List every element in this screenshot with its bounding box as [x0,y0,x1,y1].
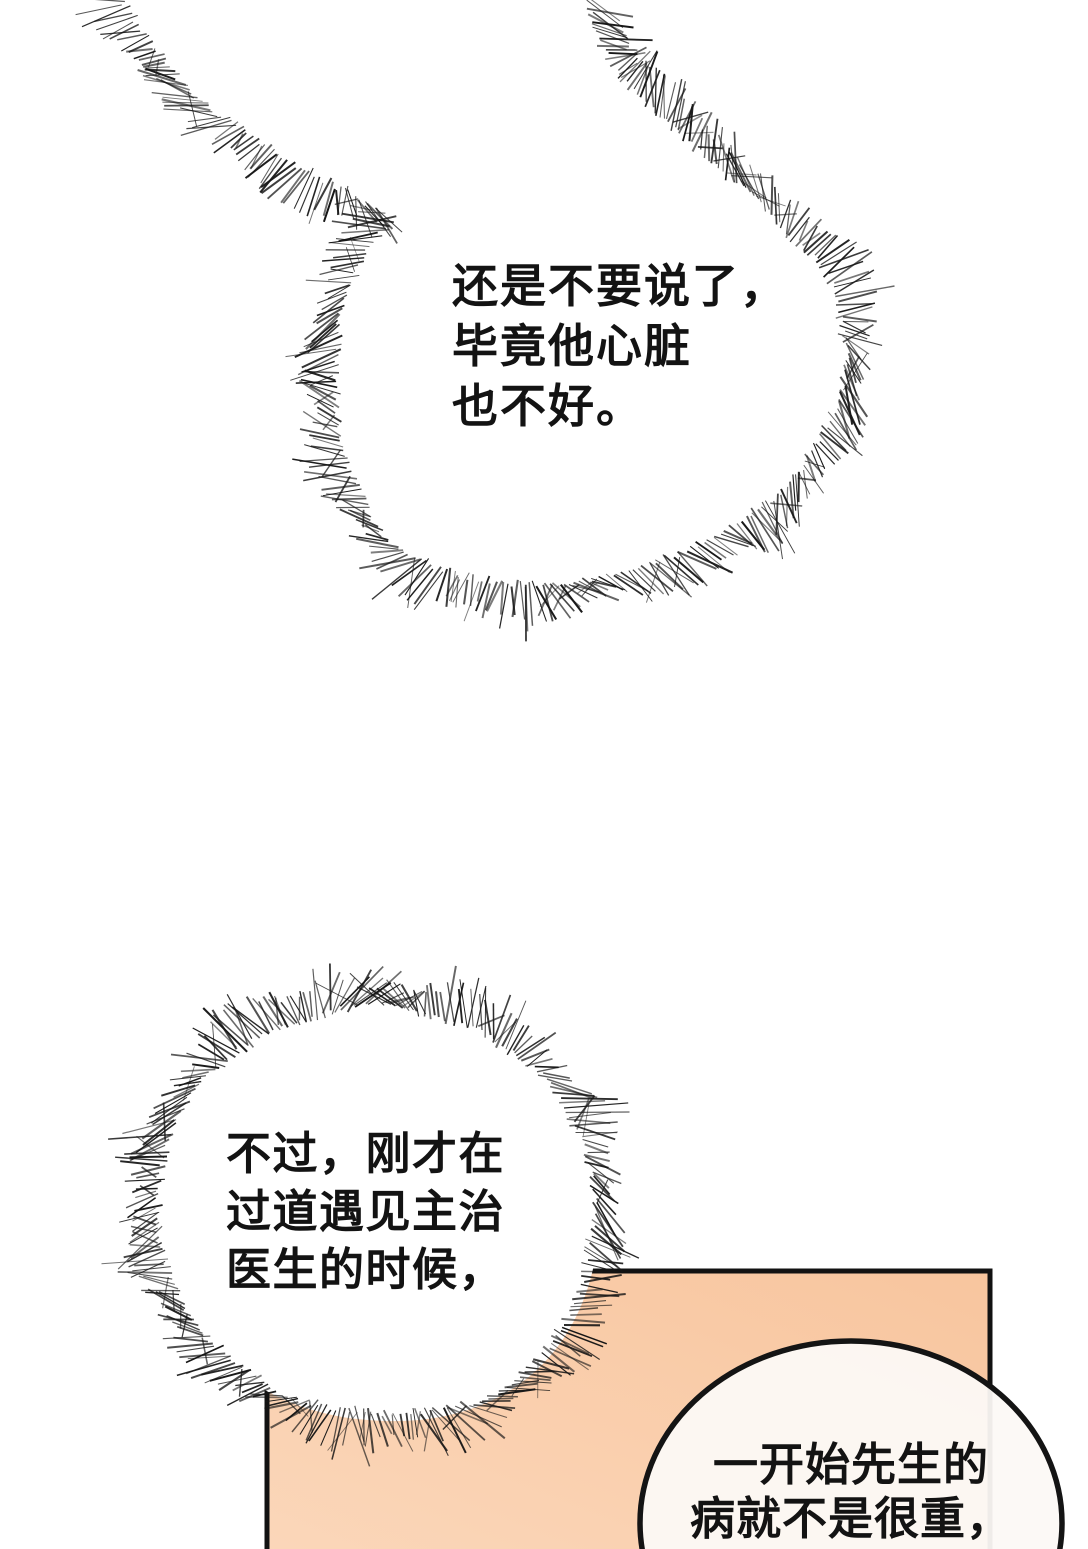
scream-bubble-top-text: 还是不要说了， 毕竟他心脏 也不好。 [452,259,788,433]
scream-bubble-top-shape [113,0,852,592]
spike-hatching [75,0,895,1467]
speech-bubble-shape [637,1338,1065,1549]
speech-bubble-bottom-text: 一开始先生的 病就不是很重， [689,1438,1012,1545]
scream-bubble-middle-text: 不过，刚才在 过道遇见主治 医生的时候， [226,1127,506,1296]
scream-bubble-middle-shape [150,999,600,1422]
